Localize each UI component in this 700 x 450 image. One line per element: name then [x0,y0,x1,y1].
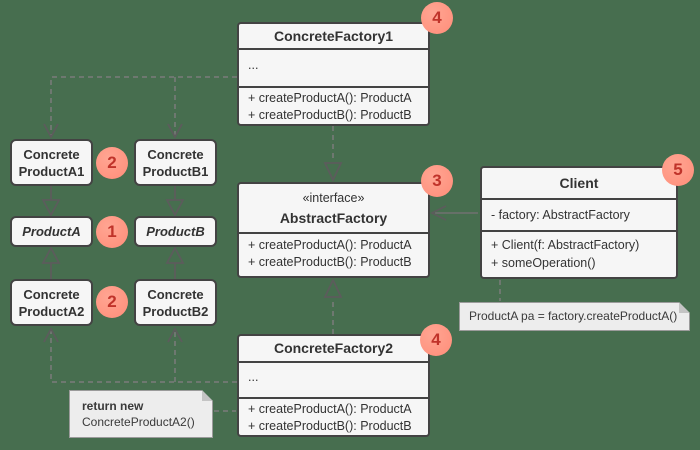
association-arrow-client-af [429,205,478,221]
class-concrete-product-b1: Concrete ProductB1 [134,139,217,186]
note-fold-icon [202,390,213,401]
badge-step-3-af: 3 [421,165,453,197]
class-title-line: ProductB1 [142,163,209,179]
method-create-product-b: + createProductB(): ProductB [248,419,412,433]
class-product-a: ProductA [10,216,93,247]
method-some-operation: + someOperation() [491,256,596,270]
realization-arrow-cf2-af [323,277,343,334]
class-title-line: ProductB2 [142,303,209,319]
class-concrete-product-a1: Concrete ProductA1 [10,139,93,186]
note-text-line: ProductA pa = factory.createProductA() [469,309,678,323]
class-methods-compartment: + createProductA(): ProductA + createPro… [239,232,428,272]
inheritance-arrow-products-row2 [41,246,185,279]
method-create-product-b: + createProductB(): ProductB [248,108,412,122]
class-methods-compartment: + createProductA(): ProductA + createPro… [239,86,428,124]
badge-step-4-cf1: 4 [421,2,453,34]
method-create-product-a: + createProductA(): ProductA [248,402,412,416]
class-title-line: ProductA [22,224,81,239]
class-title-line: Concrete [23,146,80,162]
class-concrete-product-a2: Concrete ProductA2 [10,279,93,326]
class-title-line: ProductA2 [18,303,85,319]
dependency-arrow-cf1-products [50,76,237,136]
class-concrete-product-b2: Concrete ProductB2 [134,279,217,326]
class-ellipsis-compartment: ... [239,48,428,86]
open-arrowhead-up-icon [43,327,183,343]
class-product-b: ProductB [134,216,217,247]
class-concrete-factory-2: ConcreteFactory2 ... + createProductA():… [237,334,430,437]
class-methods-compartment: + Client(f: AbstractFactory) + someOpera… [482,230,676,273]
class-stereotype: «interface» [302,191,365,205]
class-title-line: Concrete [147,146,204,162]
dependency-arrow-cf2-products [50,331,237,383]
realization-arrow-cf1-af [323,126,343,183]
method-create-product-a: + createProductA(): ProductA [248,238,412,252]
class-title-line: Concrete [23,286,80,302]
class-client: Client - factory: AbstractFactory + Clie… [480,166,678,279]
badge-step-2-row1: 2 [96,147,128,179]
badge-step-1-abstract-products: 1 [96,216,128,248]
method-create-product-b: + createProductB(): ProductB [248,255,412,269]
class-ellipsis-compartment: ... [239,361,428,397]
class-title: AbstractFactory [279,210,388,226]
class-title: ConcreteFactory1 [273,28,394,44]
class-title-line: ProductA1 [18,163,85,179]
class-title-line: Concrete [147,286,204,302]
class-title-line: ProductB [146,224,205,239]
note-text-line: ConcreteProductA2() [82,415,195,429]
badge-step-5-client: 5 [662,154,694,186]
method-create-product-a: + createProductA(): ProductA [248,91,412,105]
open-arrowhead-down-icon [43,123,183,139]
class-concrete-factory-1: ConcreteFactory1 ... + createProductA():… [237,22,430,126]
class-title: ConcreteFactory2 [273,340,394,356]
class-abstract-factory: «interface» AbstractFactory + createProd… [237,182,430,278]
badge-step-4-cf2: 4 [420,324,452,356]
note-return-new: return new ConcreteProductA2() [69,390,213,438]
badge-step-2-row2: 2 [96,286,128,318]
note-fold-icon [679,302,690,313]
note-text-line: return new [82,399,144,413]
note-usage: ProductA pa = factory.createProductA() [459,302,690,331]
method-client-constructor: + Client(f: AbstractFactory) [491,238,640,252]
class-methods-compartment: + createProductA(): ProductA + createPro… [239,397,428,435]
class-fields-compartment: - factory: AbstractFactory [482,198,676,230]
class-title: Client [559,175,599,191]
inheritance-arrow-products-row1 [41,186,185,217]
